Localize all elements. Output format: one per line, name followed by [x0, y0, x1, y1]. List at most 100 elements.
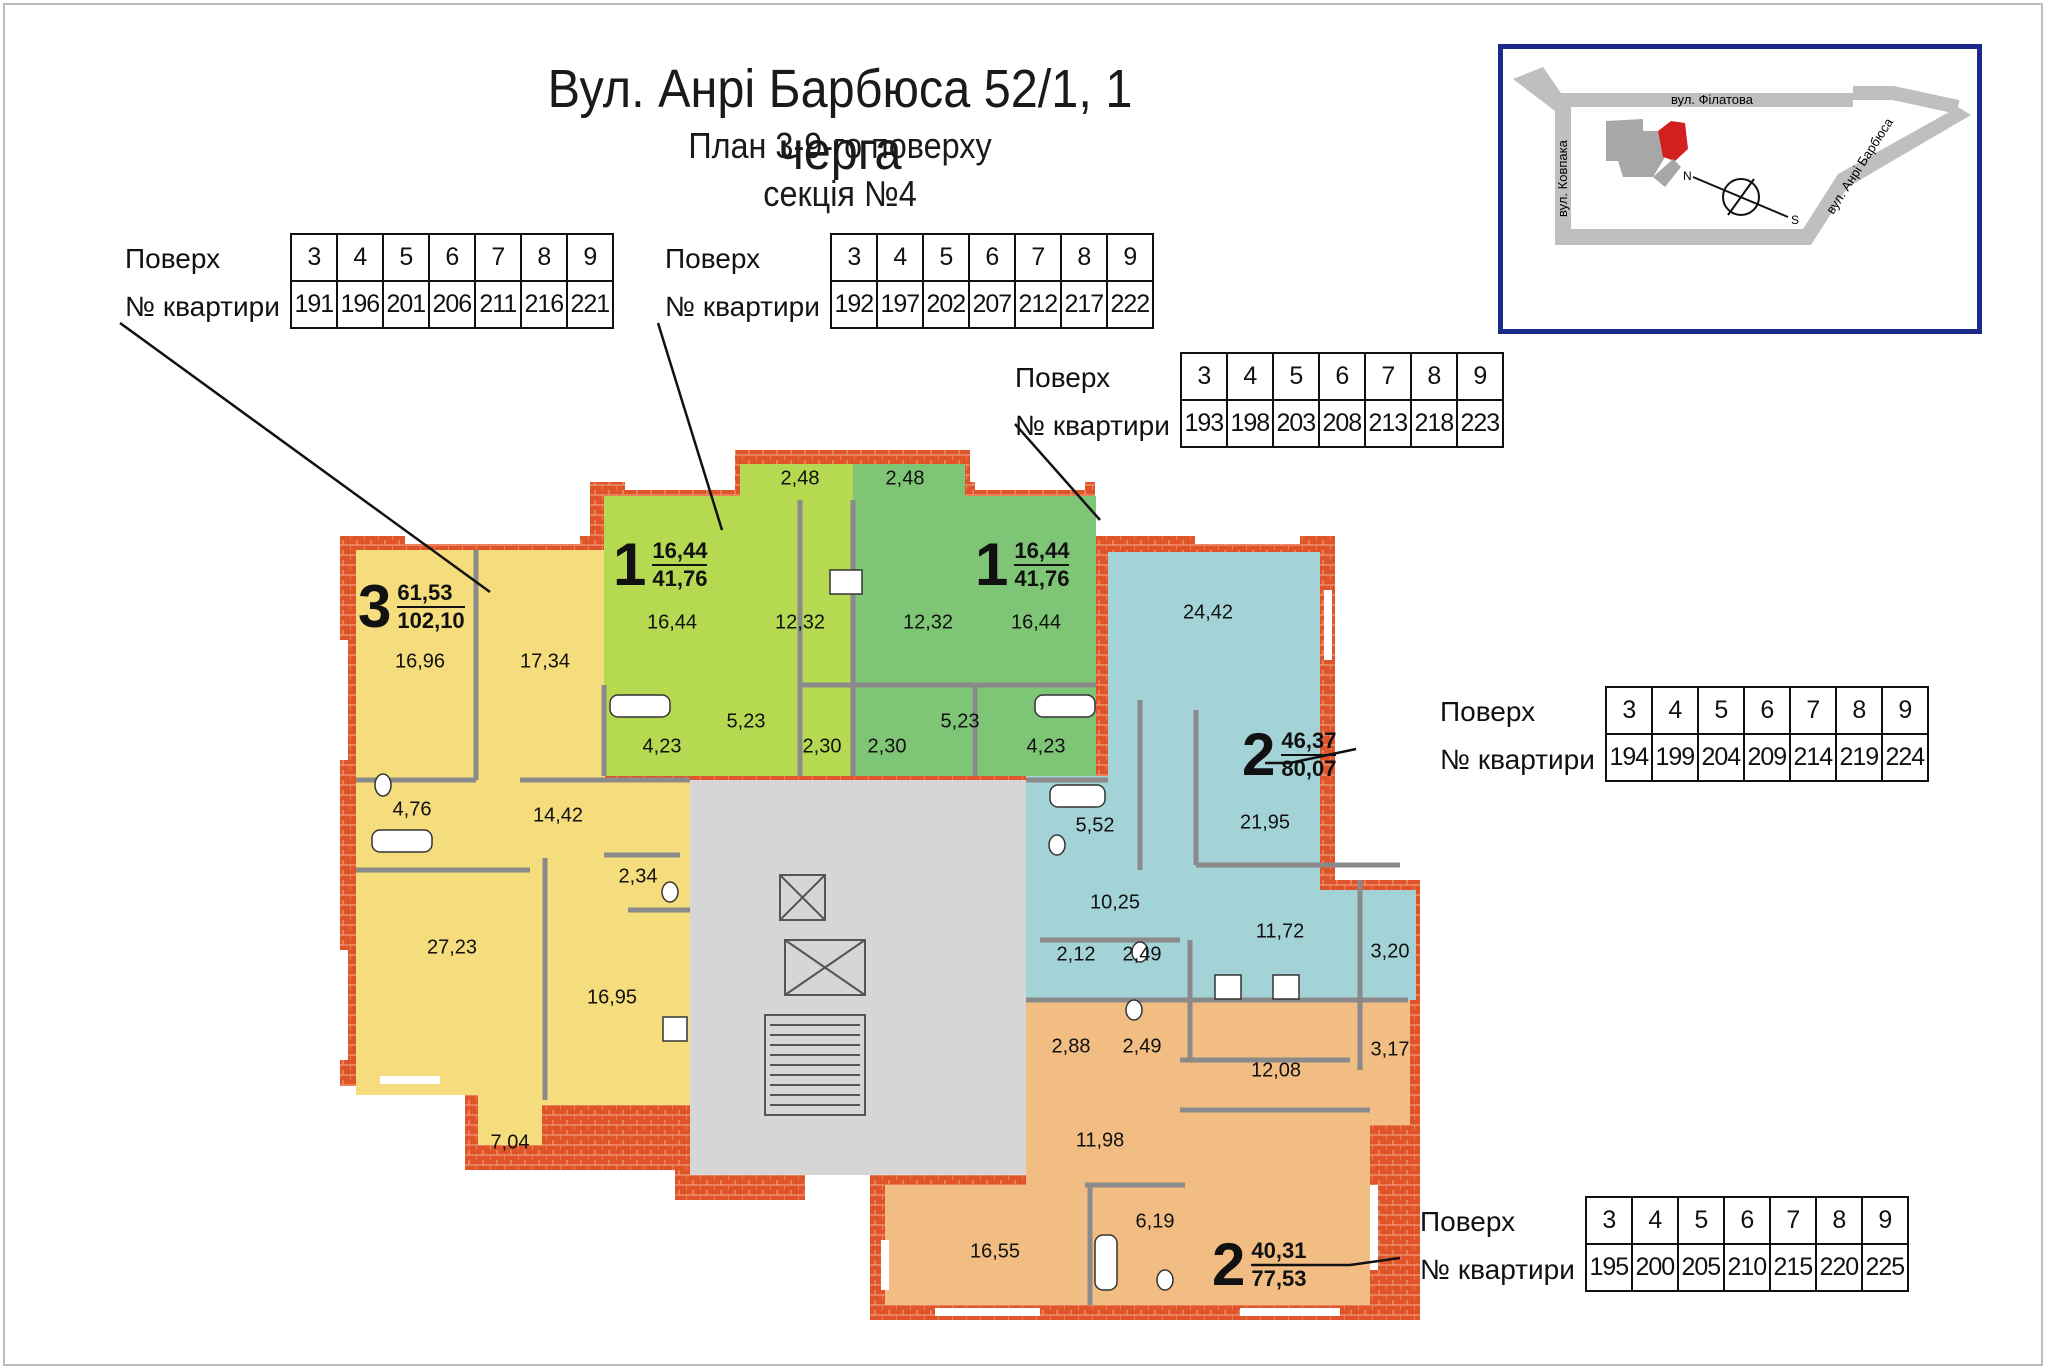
apartment-label: № квартири [125, 291, 280, 322]
stair-core-details [764, 874, 866, 1116]
floor-label: Поверх [1440, 696, 1536, 727]
road-top-left [1513, 67, 1853, 229]
table-cell: 6 [427, 233, 476, 282]
table-cell: 9 [1455, 352, 1504, 401]
page-title: Вул. Анрі Барбюса 52/1, 1 черга [547, 59, 1133, 181]
bathtub [1034, 694, 1096, 718]
table-cell: 212 [1013, 280, 1062, 329]
bathtub [371, 829, 433, 853]
stove-icon [829, 569, 863, 595]
road-bottom-right [1555, 107, 1971, 245]
table-cell: 3 [829, 233, 878, 282]
table-cell: 221 [565, 280, 614, 329]
table-cell: 9 [1880, 686, 1929, 735]
elevator-1 [779, 874, 826, 921]
table-cell: 213 [1363, 399, 1412, 448]
toilet-icon [1048, 834, 1066, 856]
toilet-icon [661, 881, 679, 903]
staircase [764, 1014, 866, 1116]
apartment-label: № квартири [1015, 410, 1170, 441]
apartment-3-fill [356, 550, 690, 1145]
table-cell: 5 [1676, 1196, 1725, 1245]
bathtub [1094, 1234, 1118, 1291]
table-cell: 5 [1271, 352, 1320, 401]
table-cell: 4 [335, 233, 384, 282]
table-cell: 5 [381, 233, 430, 282]
table-cell: 9 [1105, 233, 1154, 282]
compass-cross [1727, 178, 1755, 216]
south-label: S [1791, 213, 1799, 227]
table-cell: 9 [1860, 1196, 1909, 1245]
apartment-2-top-fill [1026, 552, 1416, 1000]
street-left-label: вул. Ковпака [1555, 139, 1570, 217]
table-cell: 200 [1630, 1243, 1679, 1292]
table-cell: 4 [875, 233, 924, 282]
stove-icon [662, 1016, 688, 1042]
table-cell: 4 [1630, 1196, 1679, 1245]
table-cell: 5 [921, 233, 970, 282]
table-cell: 210 [1722, 1243, 1771, 1292]
compass-circle [1722, 178, 1760, 216]
table-cell: 201 [381, 280, 430, 329]
table-cell: 6 [967, 233, 1016, 282]
table-cell: 202 [921, 280, 970, 329]
table-cell: 4 [1650, 686, 1699, 735]
table-cell: 193 [1179, 399, 1228, 448]
table-cell: 8 [1814, 1196, 1863, 1245]
floor-label: Поверх [665, 243, 761, 274]
floor-label: Поверх [1420, 1206, 1516, 1237]
stairwell-core [690, 780, 1026, 1175]
location-map: N S вул. Філатова вул. Ковпака вул. Анрі… [1498, 44, 1982, 334]
table-cell: 3 [1179, 352, 1228, 401]
apartment-2-bottom-fill [885, 1000, 1410, 1305]
table-cell: 196 [335, 280, 384, 329]
table-cell: 7 [473, 233, 522, 282]
table-cell: 3 [1584, 1196, 1633, 1245]
table-cell: 191 [289, 280, 338, 329]
table-cell: 209 [1742, 733, 1791, 782]
table-cell: 6 [1722, 1196, 1771, 1245]
table-cell: 8 [1059, 233, 1108, 282]
table-cell: 203 [1271, 399, 1320, 448]
table-cell: 215 [1768, 1243, 1817, 1292]
bathtub [1049, 784, 1106, 808]
road-joint [1805, 93, 1853, 107]
floor-label: Поверх [1015, 362, 1111, 393]
table-cell: 220 [1814, 1243, 1863, 1292]
apartment-label: № квартири [1420, 1254, 1575, 1285]
stove-icon [1214, 974, 1242, 1000]
table-cell: 6 [1742, 686, 1791, 735]
toilet-icon [374, 773, 392, 797]
table-cell: 8 [1409, 352, 1458, 401]
fixtures [371, 569, 1300, 1291]
table-cell: 4 [1225, 352, 1274, 401]
section-label: секція №4 [763, 173, 917, 214]
table-cell: 208 [1317, 399, 1366, 448]
table-cell: 214 [1788, 733, 1837, 782]
table-cell: 9 [565, 233, 614, 282]
apartment-1-left-fill [604, 464, 853, 776]
table-cell: 225 [1860, 1243, 1909, 1292]
table-cell: 206 [427, 280, 476, 329]
location-map-drawing: N S вул. Філатова вул. Ковпака вул. Анрі… [1513, 67, 1971, 245]
table-cell: 198 [1225, 399, 1274, 448]
table-cell: 7 [1768, 1196, 1817, 1245]
windows [340, 482, 1382, 1316]
table-cell: 207 [967, 280, 1016, 329]
table-cell: 197 [875, 280, 924, 329]
toilet-icon [1156, 1269, 1174, 1291]
elevator-2 [784, 939, 866, 996]
table-cell: 219 [1834, 733, 1883, 782]
table-cell: 8 [1834, 686, 1883, 735]
table-cell: 7 [1788, 686, 1837, 735]
road-top-right [1853, 86, 1960, 114]
apartment-label: № квартири [665, 291, 820, 322]
